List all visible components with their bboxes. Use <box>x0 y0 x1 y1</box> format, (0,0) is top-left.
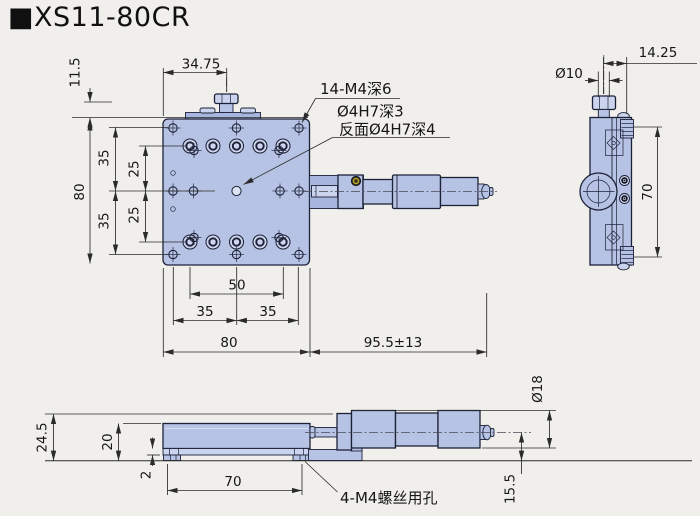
clamp-screw <box>350 175 362 187</box>
dim-25-bottom-label: 25 <box>127 206 143 223</box>
knob-cap <box>213 93 239 105</box>
dim-dia18-label: Ø18 <box>530 375 546 403</box>
micrometer-bottom-view <box>305 409 531 461</box>
micrometer-top-view <box>303 174 497 210</box>
dim-25-top-label: 25 <box>127 160 143 177</box>
dim-14-25-label: 14.25 <box>639 45 678 61</box>
dim-70-bottom-label: 70 <box>224 474 241 490</box>
bottom-base-plate <box>162 448 311 456</box>
dim-80-left-label: 80 <box>72 183 88 200</box>
bottom-view-dimensions: 24.5 20 2 70 4-M4螺丝用孔 15.5 <box>35 375 556 507</box>
bottom-body <box>162 422 311 450</box>
mounting-foot-left <box>163 454 181 461</box>
callout-m4-label: 14-M4深6 <box>320 80 392 98</box>
dim-80-bottom-label: 80 <box>220 335 237 351</box>
callout-h7-front-label: Ø4H7深3 <box>337 103 404 121</box>
dim-11-5-label: 11.5 <box>68 57 84 87</box>
side-view-dimensions: Ø10 14.25 70 <box>555 45 697 258</box>
top-view: 34.75 11.5 80 35 25 25 <box>68 57 497 357</box>
dim-dia10-label: Ø10 <box>555 66 583 82</box>
dim-15-5-label: 15.5 <box>503 474 519 504</box>
dim-20-label: 20 <box>100 433 116 450</box>
dim-35-bottom-label: 35 <box>97 212 113 229</box>
dim-2-label: 2 <box>139 471 155 480</box>
bottom-view: 24.5 20 2 70 4-M4螺丝用孔 15.5 <box>35 375 692 507</box>
side-knob-stem <box>597 109 610 118</box>
callout-h7-back-label: 反面Ø4H7深4 <box>339 121 436 139</box>
clamp-tab-right <box>240 107 256 114</box>
side-knob-cap <box>591 95 617 111</box>
dim-35-right-label: 35 <box>259 304 276 320</box>
pilot-hole-top <box>170 170 176 176</box>
page-title: ■XS11-80CR <box>8 2 191 33</box>
side-view: Ø10 14.25 70 <box>555 45 697 271</box>
dim-34-75-label: 34.75 <box>182 57 221 73</box>
dim-travel-label: 95.5±13 <box>364 335 423 351</box>
callout-screw-holes-label: 4-M4螺丝用孔 <box>340 489 437 507</box>
center-locating-hole <box>231 185 242 197</box>
top-view-dimensions: 34.75 11.5 80 35 25 25 <box>68 57 488 357</box>
clamp-tab-left <box>199 107 216 114</box>
dim-35-top-label: 35 <box>97 149 113 166</box>
dim-70-side-label: 70 <box>640 183 656 200</box>
micrometer-bracket <box>308 449 363 461</box>
dim-35-left-label: 35 <box>196 304 213 320</box>
pilot-hole-bottom <box>170 206 176 212</box>
mounting-foot-right <box>292 454 311 461</box>
top-view-callouts: 14-M4深6 Ø4H7深3 反面Ø4H7深4 <box>243 80 450 185</box>
side-clamp-top <box>620 119 634 139</box>
dim-24-5-label: 24.5 <box>35 422 51 452</box>
top-clamp-plate <box>185 112 261 120</box>
